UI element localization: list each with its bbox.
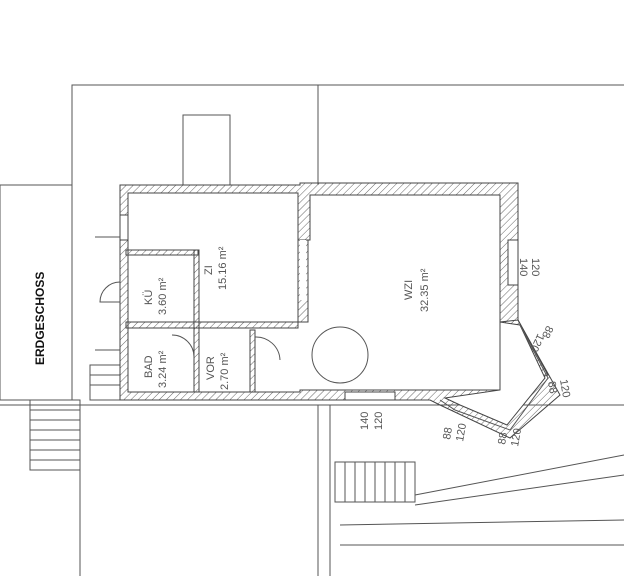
chimney-block bbox=[182, 114, 231, 186]
room-name-zi: ZI bbox=[203, 265, 215, 275]
walls bbox=[119, 182, 561, 439]
floor-title: ERDGESCHOSS bbox=[33, 272, 47, 365]
room-area-ku: 3.60 m² bbox=[157, 277, 169, 315]
stairs-bottom bbox=[334, 461, 416, 503]
svg-text:120: 120 bbox=[529, 258, 541, 276]
room-name-vor: VOR bbox=[205, 356, 217, 380]
window-bottom bbox=[344, 391, 396, 401]
svg-text:88: 88 bbox=[539, 324, 555, 340]
stairs-left bbox=[29, 364, 121, 471]
svg-text:120: 120 bbox=[373, 412, 385, 430]
svg-text:140: 140 bbox=[359, 412, 371, 430]
window-right bbox=[507, 239, 519, 286]
site-outline bbox=[0, 84, 624, 576]
svg-text:88: 88 bbox=[545, 380, 559, 394]
room-name-bad: BAD bbox=[143, 355, 155, 378]
room-name-ku: KÜ bbox=[143, 290, 155, 305]
svg-text:88: 88 bbox=[441, 426, 455, 440]
room-area-vor: 2.70 m² bbox=[219, 352, 231, 390]
opening-dimensions: 140 120 140 120 88 120 120 88 88 120 88 … bbox=[359, 258, 572, 448]
svg-text:88: 88 bbox=[496, 431, 510, 445]
room-name-wzi: WZI bbox=[403, 280, 415, 300]
round-table bbox=[311, 326, 369, 384]
svg-text:140: 140 bbox=[517, 258, 529, 276]
doors bbox=[95, 236, 281, 361]
room-area-bad: 3.24 m² bbox=[157, 350, 169, 388]
svg-text:120: 120 bbox=[509, 427, 524, 447]
room-area-zi: 15.16 m² bbox=[217, 246, 229, 290]
room-area-wzi: 32.35 m² bbox=[419, 268, 431, 312]
svg-text:120: 120 bbox=[454, 422, 469, 442]
svg-text:120: 120 bbox=[557, 378, 572, 398]
